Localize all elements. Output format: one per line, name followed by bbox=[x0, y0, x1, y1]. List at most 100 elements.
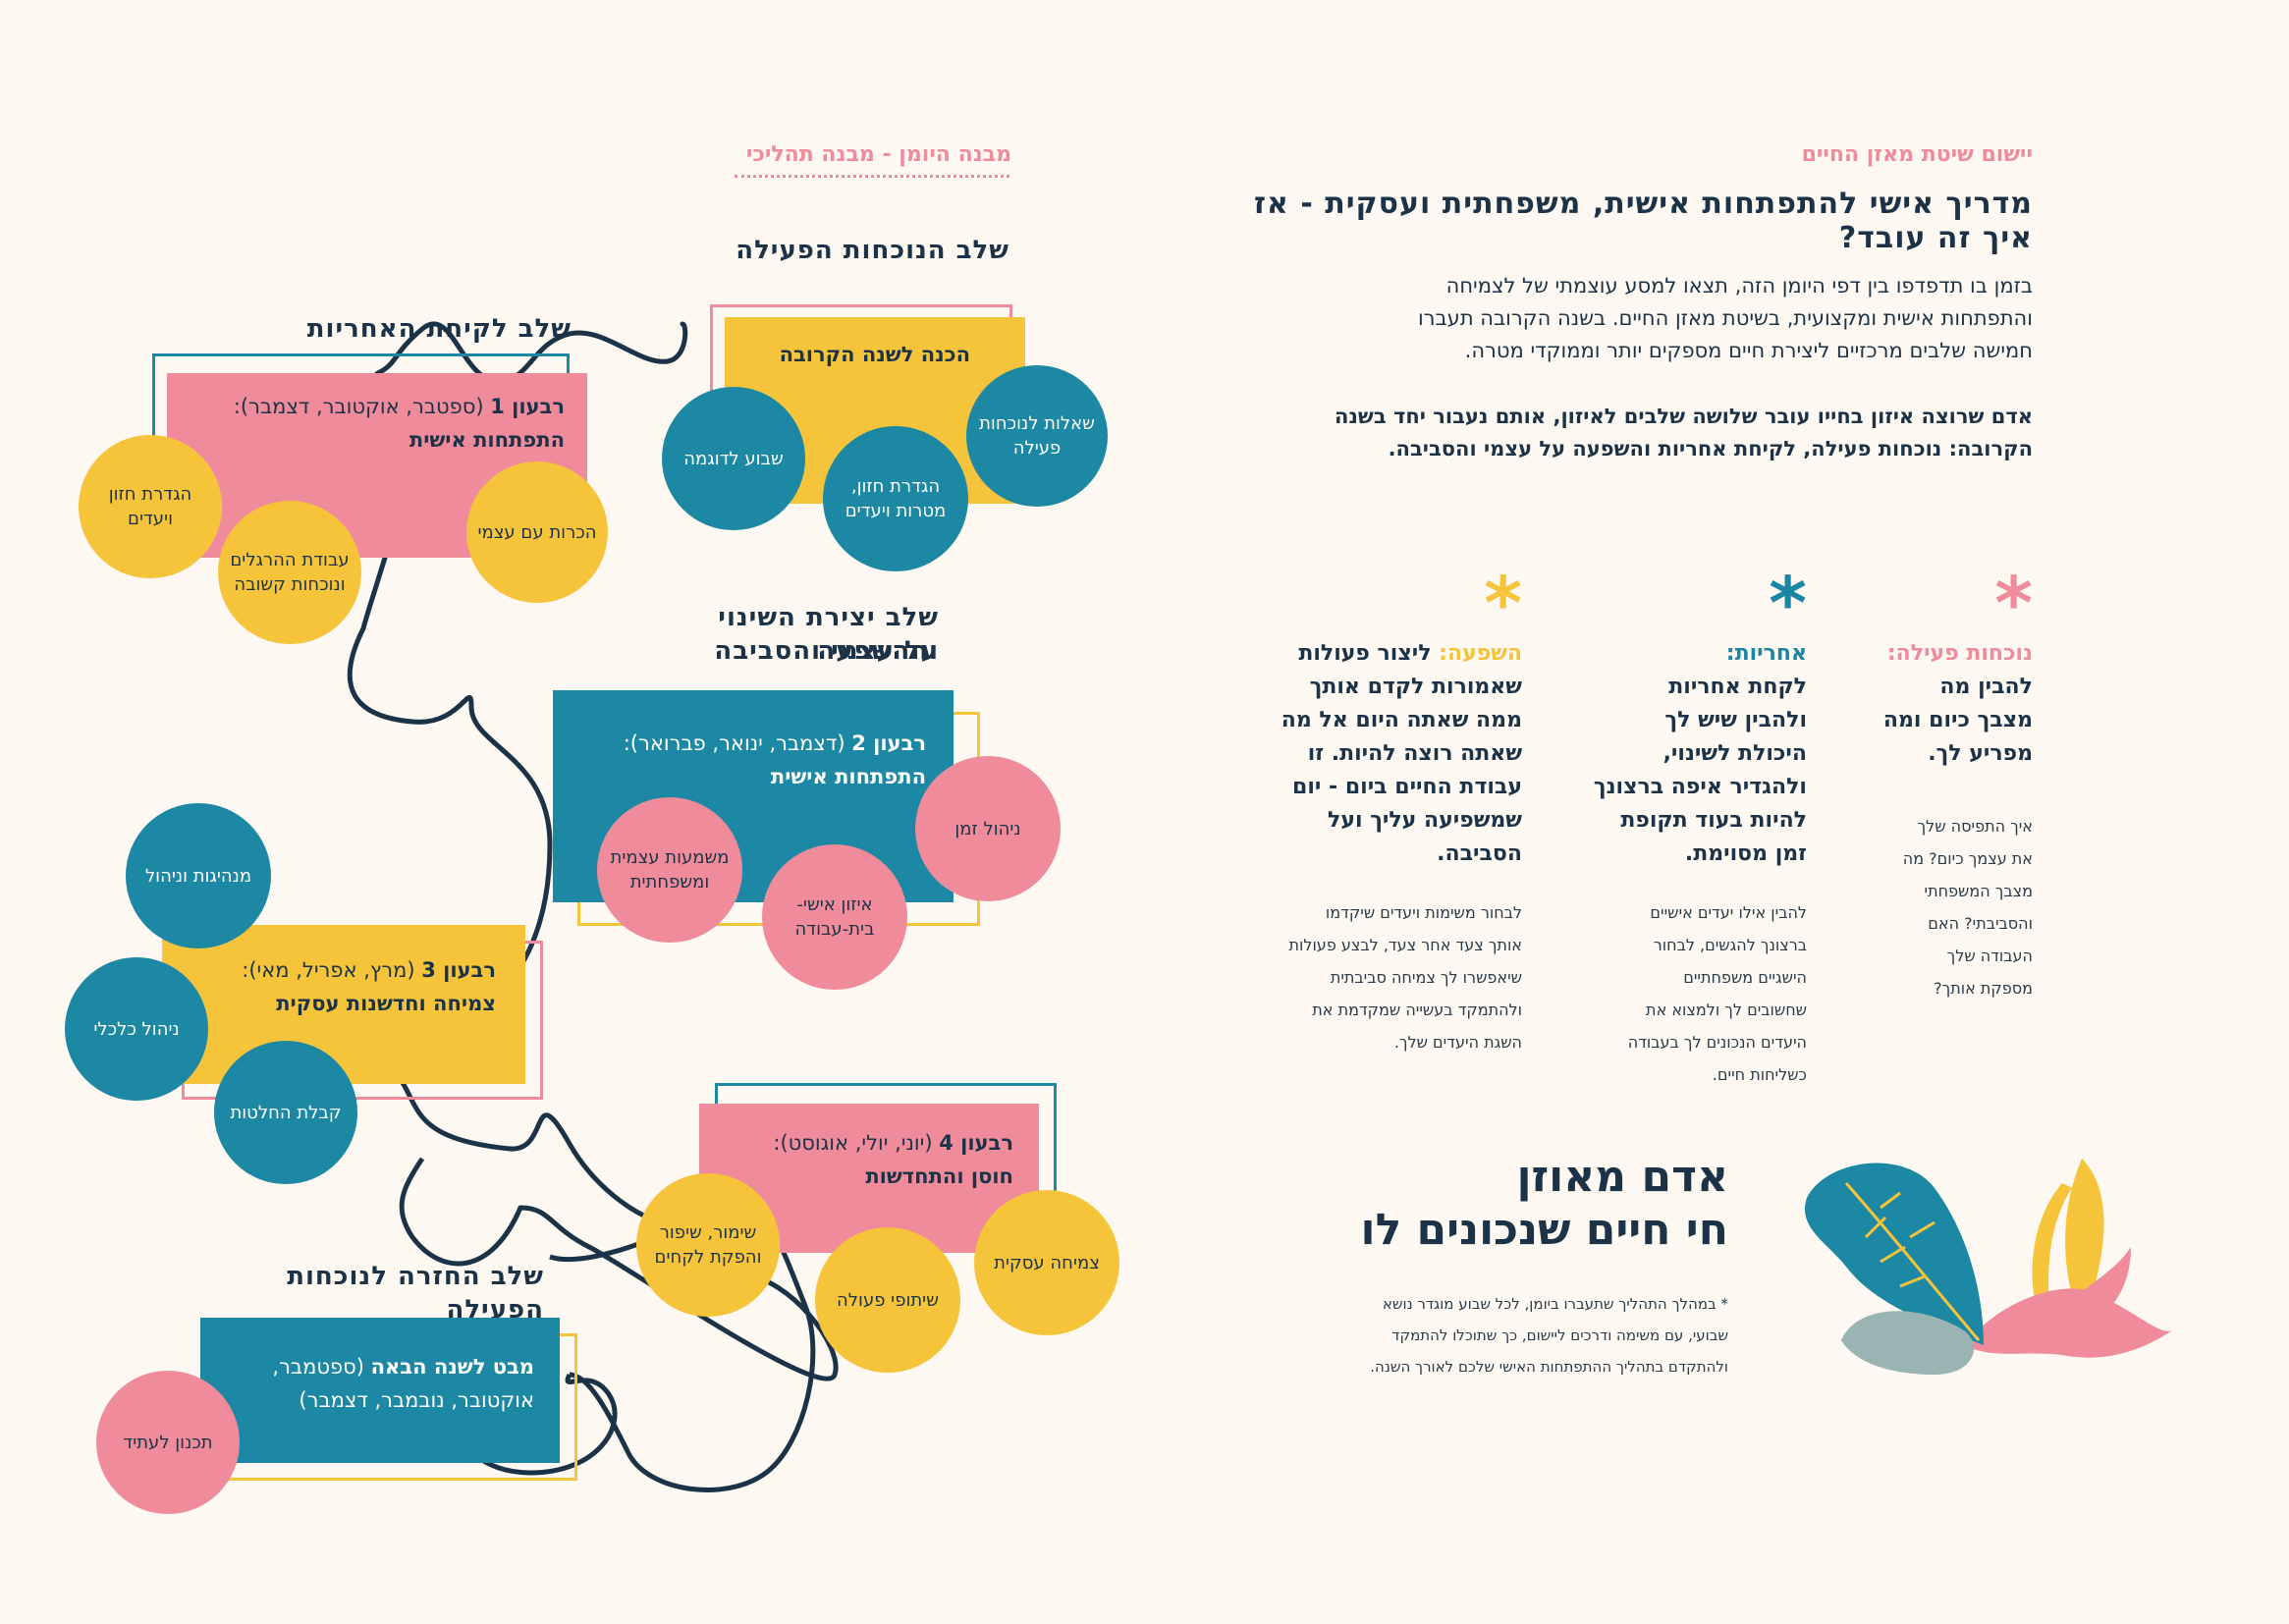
q3-box-bold: רבעון 3 bbox=[421, 958, 496, 982]
responsibility-small-5: היעדים הנכונים לך בעבודה bbox=[1627, 1033, 1807, 1052]
responsibility-line-1: לקחת אחריות bbox=[1668, 675, 1807, 699]
circle-active-presence-questions: שאלות לנוכחות פעילה bbox=[966, 365, 1108, 507]
intro-bold-paragraph: אדם שרוצה איזון בחייו עובר שלושה שלבים ל… bbox=[1218, 401, 2033, 465]
presence-small-6: מספקת אותך? bbox=[1934, 979, 2033, 998]
circle-business-growth: צמיחה עסקית bbox=[974, 1190, 1119, 1335]
next-year-line2: אוקטובר, נובמבר, דצמבר) bbox=[299, 1388, 534, 1412]
q4-box-bold: רבעון 4 bbox=[939, 1131, 1013, 1155]
asterisk-blue-icon: * bbox=[1769, 562, 1807, 646]
influence-small-4: ולהתמקד בעשייה שמקדמת את bbox=[1312, 1001, 1522, 1019]
responsibility-small-1: להבין אילו יעדים אישיים bbox=[1650, 903, 1807, 922]
circle-cooperation: שיתופי פעולה bbox=[815, 1227, 960, 1373]
right-page-title: מדריך אישי להתפתחות אישית, משפחתית ועסקי… bbox=[1254, 187, 2033, 255]
asterisk-yellow-icon: * bbox=[1484, 562, 1522, 646]
footnote: * במהלך התהליך שתעברו ביומן, לכל שבוע מו… bbox=[1267, 1288, 1728, 1382]
presence-line-2: מצבך כיום ומה bbox=[1882, 708, 2033, 732]
responsibility-line-4: ולהגדיר איפה ברצונך bbox=[1593, 775, 1807, 799]
responsibility-line-2: ולהבין שיש לך bbox=[1664, 708, 1807, 732]
responsibility-small-6: כשליחות חיים. bbox=[1712, 1065, 1807, 1084]
presence-small-1: איך התפיסה שלך bbox=[1917, 817, 2033, 836]
stage-title-responsibility: שלב לקיחת האחריות bbox=[306, 314, 572, 344]
circle-self-acquaintance: הכרות עם עצמי bbox=[466, 461, 608, 603]
q2-box-bold: רבעון 2 bbox=[851, 731, 926, 755]
responsibility-small-4: שחשובים לך ולמצוא את bbox=[1646, 1001, 1807, 1019]
presence-heading: נוכחות פעילה: bbox=[1886, 641, 2033, 666]
leaves-illustration bbox=[1805, 1159, 2172, 1375]
q3-box-line1: רבעון 3 (מרץ, אפריל, מאי): bbox=[162, 954, 496, 986]
footnote-line-1: * במהלך התהליך שתעברו ביומן, לכל שבוע מו… bbox=[1382, 1295, 1728, 1313]
intro-line-2: והתפתחות אישית ומקצועית, בשיטת מאזן החיי… bbox=[1417, 306, 2033, 330]
intro-line-1: בזמן בו תדפדפו בין דפי היומן הזה, תצאו ל… bbox=[1445, 274, 2033, 298]
responsibility-line-6: זמן מסוימת. bbox=[1684, 841, 1807, 866]
circle-time-management: ניהול זמן bbox=[915, 756, 1061, 901]
dotted-divider bbox=[735, 175, 1009, 178]
influence-small-5: השגת היעדים שלך. bbox=[1393, 1033, 1522, 1052]
responsibility-small-2: ברצונך להגשים, לבחור bbox=[1653, 936, 1807, 954]
responsibility-line-3: היכולת לשינוי, bbox=[1662, 741, 1807, 766]
circle-financial-management: ניהול כלכלי bbox=[65, 957, 208, 1101]
influence-line-4: עבודת החיים ביום - יום bbox=[1292, 775, 1522, 799]
column-responsibility: * אחריות: לקחת אחריות ולהבין שיש לך היכו… bbox=[1571, 562, 1807, 1091]
circle-leadership: מנהיגות וניהול bbox=[126, 803, 271, 948]
stage-title-change-line1: שלב יצירת השינוי וההשפעה bbox=[718, 603, 939, 666]
footnote-line-2: שבועי, עם משימה ודרכים ליישום, כך שתוכלו… bbox=[1391, 1326, 1728, 1344]
asterisk-pink-icon: * bbox=[1994, 562, 2033, 646]
intro-paragraph: בזמן בו תדפדפו בין דפי היומן הזה, תצאו ל… bbox=[1218, 270, 2033, 367]
q3-box-months: (מרץ, אפריל, מאי): bbox=[242, 958, 422, 982]
presence-small-2: את עצמך כיום? מה bbox=[1902, 849, 2033, 868]
presence-line-1: להבין מה bbox=[1939, 675, 2033, 699]
prep-box-label: הכנה לשנה הקרובה bbox=[779, 343, 970, 366]
q4-box-line1: רבעון 4 (יוני, יולי, אוגוסט): bbox=[699, 1127, 1013, 1159]
responsibility-line-5: להיות בעוד תקופת bbox=[1620, 808, 1807, 833]
next-year-line1: מבט לשנה הבאה (ספטמבר, bbox=[200, 1351, 534, 1382]
column-influence: * השפעה: ליצור פעולות שאמורות לקדם אותך … bbox=[1247, 562, 1522, 1058]
circle-future-planning: תכנון לעתיד bbox=[96, 1371, 240, 1514]
influence-line-2: ממה שאתה היום אל מה bbox=[1281, 708, 1522, 732]
balanced-person-line-1: אדם מאוזן bbox=[1516, 1152, 1728, 1202]
circle-habits: עבודת ההרגלים ונוכחות קשובה bbox=[218, 501, 361, 644]
influence-heading: השפעה: ליצור פעולות bbox=[1247, 637, 1522, 671]
circle-vision-goals-targets: הגדרת חזון, מטרות ויעדים bbox=[823, 426, 968, 571]
q4-box-line2: חוסן והתחדשות bbox=[865, 1164, 1013, 1188]
circle-maintain-improve: שימור, שיפור והפקת לקחים bbox=[636, 1173, 780, 1317]
footnote-line-3: ולהתקדם בתהליך ההתפתחות האישי שלכם לאורך… bbox=[1370, 1358, 1728, 1376]
circle-decision-making: קבלת החלטות bbox=[214, 1041, 357, 1184]
influence-line-6: הסביבה. bbox=[1437, 841, 1522, 866]
influence-small-1: לבחור משימות ויעדים שיקדמו bbox=[1325, 903, 1522, 922]
q3-box: רבעון 3 (מרץ, אפריל, מאי): צמיחה וחדשנות… bbox=[162, 925, 525, 1084]
circle-meaning: משמעות עצמית ומשפחתית bbox=[597, 797, 742, 943]
balanced-person-title: אדם מאוזן חי חיים שנכונים לו bbox=[1237, 1151, 1729, 1257]
circle-example-week: שבוע לדוגמה bbox=[662, 387, 805, 530]
q1-box-bold: רבעון 1 bbox=[490, 395, 565, 418]
circle-vision-goals: הגדרת חזון ויעדים bbox=[79, 435, 222, 578]
q4-box-months: (יוני, יולי, אוגוסט): bbox=[773, 1131, 940, 1155]
presence-small-3: מצבך המשפחתי bbox=[1924, 882, 2033, 900]
presence-small-4: והסביבתי? האם bbox=[1928, 914, 2033, 933]
next-year-bold: מבט לשנה הבאה bbox=[370, 1355, 534, 1379]
influence-line-1: שאמורות לקדם אותך bbox=[1309, 675, 1522, 699]
influence-small-3: שיאפשרו לך צמיחה סביבתית bbox=[1330, 968, 1522, 987]
q2-box-line2: התפתחות אישית bbox=[770, 765, 926, 788]
stage-title-return: שלב החזרה לנוכחות הפעילה bbox=[287, 1262, 544, 1325]
responsibility-heading: אחריות: bbox=[1725, 641, 1807, 666]
intro-bold-line-1: אדם שרוצה איזון בחייו עובר שלושה שלבים ל… bbox=[1334, 405, 2033, 428]
presence-small-5: העבודה שלך bbox=[1946, 947, 2033, 965]
responsibility-small-3: הישגיים משפחתיים bbox=[1683, 968, 1807, 987]
next-year-months: (ספטמבר, bbox=[272, 1355, 371, 1379]
q3-box-line2: צמיחה וחדשנות עסקית bbox=[276, 992, 496, 1015]
influence-heading-rest: ליצור פעולות bbox=[1298, 641, 1440, 666]
column-presence: * נוכחות פעילה: להבין מה מצבך כיום ומה מ… bbox=[1846, 562, 2033, 1004]
next-year-box: מבט לשנה הבאה (ספטמבר, אוקטובר, נובמבר, … bbox=[200, 1318, 560, 1463]
influence-line-5: שמשפיעה עליך ועל bbox=[1328, 808, 1522, 833]
intro-line-3: חמישה שלבים מרכזיים ליצירת חיים מספקים י… bbox=[1464, 339, 2033, 362]
circle-work-life-balance: איזון אישי- בית-עבודה bbox=[762, 844, 907, 990]
q1-box-months: (ספטבר, אוקטובר, דצמבר): bbox=[233, 395, 491, 418]
intro-bold-line-2: הקרובה: נוכחות פעילה, לקיחת אחריות והשפע… bbox=[1388, 437, 2033, 460]
stage-title-change-line2: על עצמי והסביבה bbox=[714, 636, 939, 666]
q1-box-line1: רבעון 1 (ספטבר, אוקטובר, דצמבר): bbox=[167, 391, 565, 422]
influence-small-2: אותך צעד אחר צעד, לבצע פעולות bbox=[1288, 936, 1522, 954]
q2-box-line1: רבעון 2 (דצמבר, ינואר, פברואר): bbox=[553, 728, 926, 759]
influence-heading-label: השפעה: bbox=[1439, 641, 1522, 666]
q1-box-line2: התפתחות אישית bbox=[409, 428, 565, 452]
stage-title-presence: שלב הנוכחות הפעילה bbox=[736, 236, 1009, 265]
